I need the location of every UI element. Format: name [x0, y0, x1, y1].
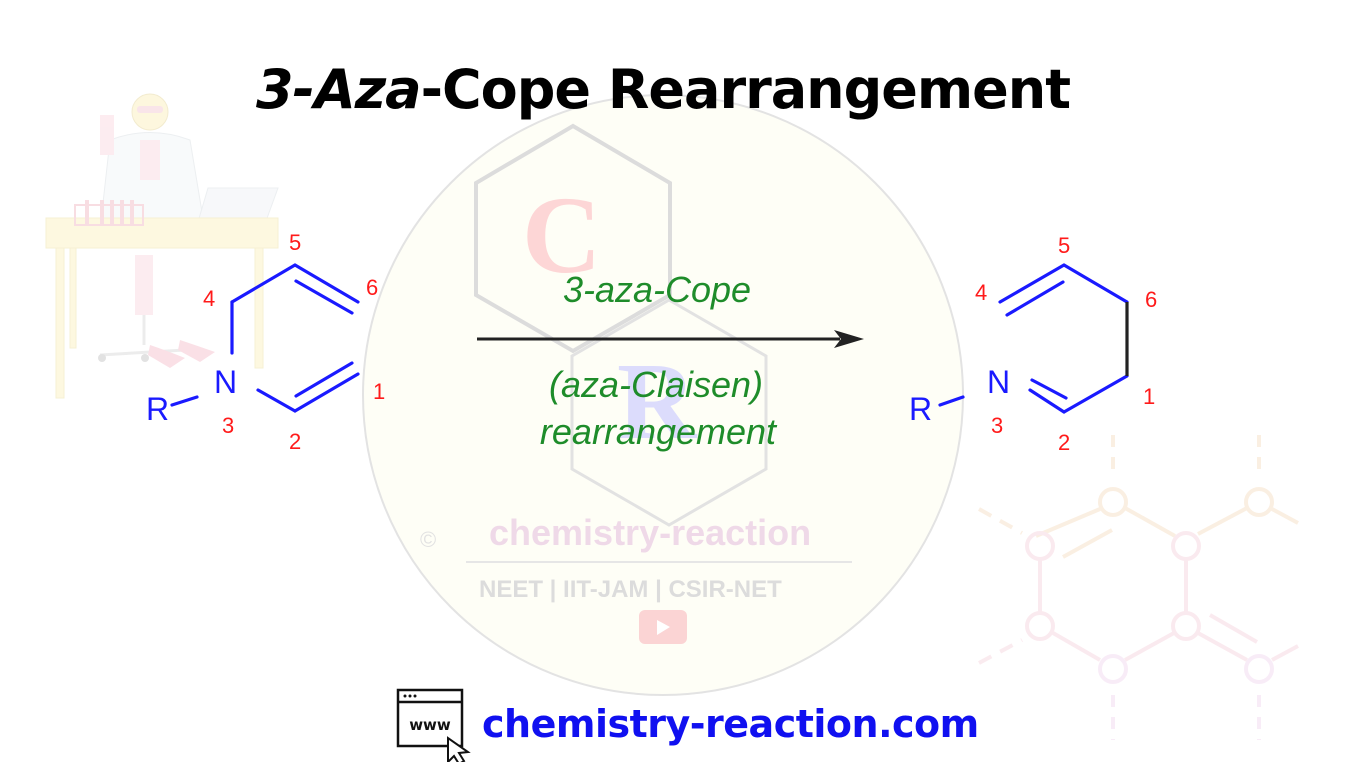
product-molecule: N R 1 2 3 4 5 6 [909, 233, 1157, 455]
reactant-bonds [170, 263, 360, 413]
reaction-arrow [477, 330, 864, 348]
page-title: 3-Aza-Cope Rearrangement [0, 58, 1326, 121]
reactant-number-5: 5 [289, 230, 301, 255]
website-url[interactable]: chemistry-reaction.com [482, 702, 979, 746]
molecule-decoration [978, 435, 1299, 740]
product-number-1: 1 [1143, 384, 1155, 409]
reactant-number-1: 1 [373, 379, 385, 404]
footer-link[interactable]: www chemistry-reaction.com [396, 686, 979, 762]
title-suffix: -Cope Rearrangement [420, 58, 1071, 121]
product-bonds [938, 263, 1129, 414]
watermark-circle [362, 94, 964, 696]
reactant-molecule: N R 1 2 3 4 5 6 [146, 230, 385, 454]
arrow-label-top: 3-aza-Cope [563, 269, 751, 310]
www-label: www [409, 716, 451, 734]
copyright-icon: © [420, 527, 436, 552]
product-number-4: 4 [975, 280, 987, 305]
product-number-6: 6 [1145, 287, 1157, 312]
scientist-illustration [45, 93, 279, 399]
reactant-number-4: 4 [203, 286, 215, 311]
title-italic-prefix: 3-Aza [255, 58, 422, 121]
product-number-2: 2 [1058, 430, 1070, 455]
product-nitrogen: N [987, 364, 1010, 400]
reactant-number-2: 2 [289, 429, 301, 454]
watermark-letter-c: C [522, 174, 601, 296]
product-r-group: R [909, 391, 932, 427]
reactant-r-group: R [146, 391, 169, 427]
cursor-icon [447, 736, 471, 762]
product-number-5: 5 [1058, 233, 1070, 258]
web-browser-icon: www [396, 688, 471, 762]
reactant-number-3: 3 [222, 413, 234, 438]
reactant-nitrogen: N [214, 364, 237, 400]
product-number-3: 3 [991, 413, 1003, 438]
watermark-hexagon-top [474, 123, 672, 354]
reactant-number-6: 6 [366, 275, 378, 300]
youtube-play-icon [639, 610, 687, 644]
watermark-exams: NEET | IIT-JAM | CSIR-NET [479, 576, 782, 603]
arrow-label-bottom-line1: (aza-Claisen) [549, 364, 763, 405]
arrow-label-bottom-line2: rearrangement [540, 411, 778, 452]
watermark-brand: chemistry-reaction [489, 512, 811, 553]
watermark-hexagon-bottom [570, 298, 768, 527]
watermark-letter-r: R [617, 340, 698, 462]
